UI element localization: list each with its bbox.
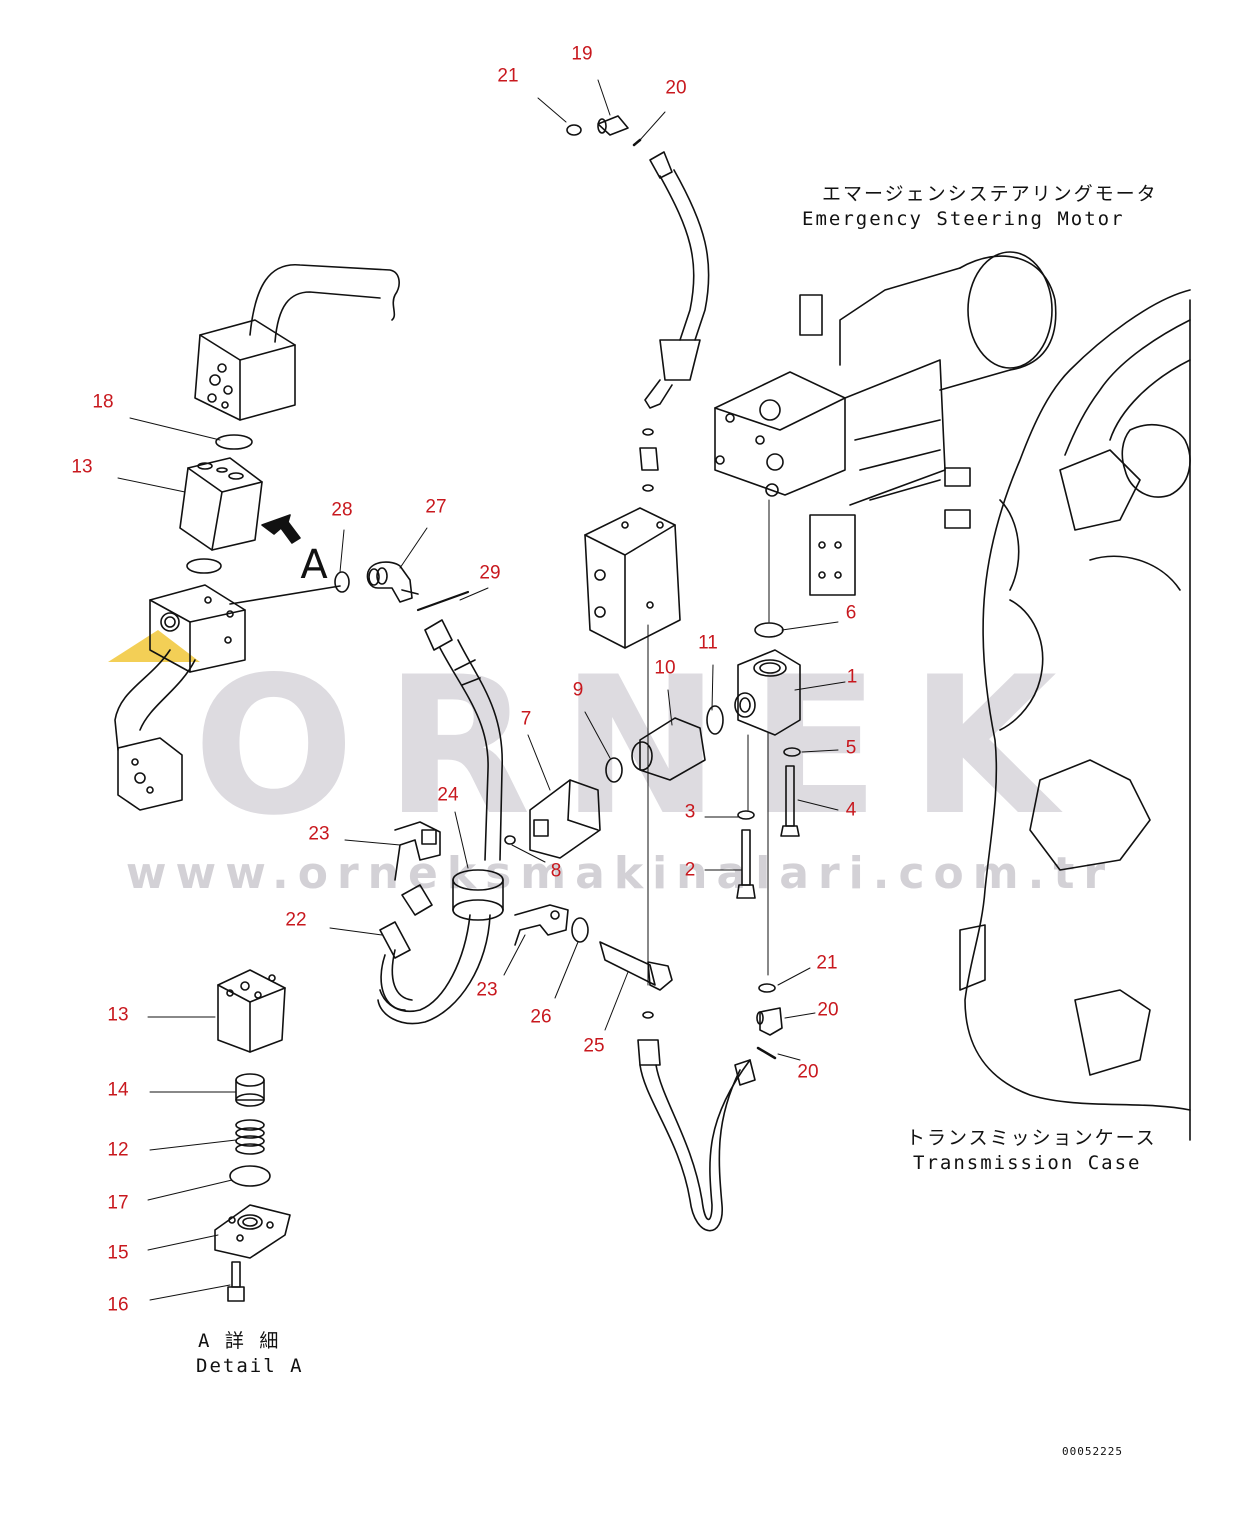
part-2-bolt (736, 829, 756, 899)
part-18-oring (215, 434, 253, 450)
callout-29: 29 (479, 562, 501, 584)
callout-18: 18 (92, 391, 114, 413)
transmission-case-label-jp: トランスミッションケース (906, 1127, 1157, 1149)
callout-3: 3 (684, 801, 696, 823)
callout-28: 28 (331, 499, 353, 521)
part-19-fitting-lower (756, 1007, 783, 1036)
callout-13: 13 (71, 456, 93, 478)
callout-19: 19 (571, 43, 593, 65)
callout-23: 23 (308, 823, 330, 845)
part-3-washer (737, 810, 755, 820)
callout-23: 23 (476, 979, 498, 1001)
lower-hose (637, 1011, 756, 1232)
part-28-oring (334, 571, 350, 593)
part-26-washer (571, 917, 589, 943)
part-6-oring (754, 622, 784, 638)
callout-13: 13 (107, 1004, 129, 1026)
emergency-steering-motor-label-jp: エマージェンシステアリングモータ (822, 183, 1158, 205)
part-25-bolt (599, 941, 673, 991)
callout-15: 15 (107, 1242, 129, 1264)
callout-14: 14 (107, 1079, 129, 1101)
detail-a-part-13 (217, 969, 286, 1053)
callout-7: 7 (520, 708, 532, 730)
detail-a-part-17-oring (229, 1165, 271, 1187)
callout-11: 11 (698, 632, 718, 654)
emergency-steering-motor-label-en: Emergency Steering Motor (802, 208, 1125, 230)
part-11-oring (706, 705, 724, 735)
callout-4: 4 (845, 799, 857, 821)
detail-a-part-12-spring (235, 1119, 265, 1155)
callout-20: 20 (665, 77, 687, 99)
part-21-oring-upper (566, 124, 582, 136)
callout-27: 27 (425, 496, 447, 518)
part-7-cartridge (529, 779, 601, 859)
callout-5: 5 (845, 737, 857, 759)
callout-24: 24 (437, 784, 459, 806)
part-23-clamp-lower (514, 904, 569, 946)
callout-9: 9 (572, 679, 584, 701)
part-4-bolt (780, 765, 800, 837)
callout-12: 12 (107, 1139, 129, 1161)
part-22-hose (379, 884, 433, 1011)
callout-21: 21 (816, 952, 838, 974)
callout-6: 6 (845, 602, 857, 624)
callout-1: 1 (846, 666, 858, 688)
detail-a-part-16-bolt (227, 1261, 245, 1302)
part-1-valve-block (734, 649, 801, 736)
detail-a-label-jp: A 詳 細 (198, 1330, 281, 1352)
transmission-case (959, 289, 1191, 1141)
callout-21: 21 (497, 65, 519, 87)
detail-a-part-14 (235, 1073, 265, 1107)
lower-left-block (114, 584, 246, 811)
callout-20: 20 (797, 1061, 819, 1083)
view-a-marker: A (300, 542, 328, 588)
drawing-number: 00052225 (1062, 1445, 1123, 1458)
part-5-washer (783, 747, 801, 757)
detail-a-label-en: Detail A (196, 1355, 304, 1377)
part-8-oring (504, 835, 516, 845)
part-24-hose (377, 619, 504, 1025)
part-9-oring (605, 757, 623, 783)
part-27-elbow (366, 561, 419, 603)
callout-25: 25 (583, 1035, 605, 1057)
part-20-lower (756, 1046, 777, 1060)
part-21-oring-lower (758, 983, 776, 993)
callout-26: 26 (530, 1006, 552, 1028)
center-valve-block (584, 507, 681, 986)
callout-16: 16 (107, 1294, 129, 1316)
callout-17: 17 (107, 1192, 129, 1214)
emergency-steering-motor (714, 251, 1057, 596)
callout-10: 10 (654, 657, 676, 679)
callout-2: 2 (684, 859, 696, 881)
part-13-block-upper (179, 457, 263, 551)
upper-left-pipe-block (194, 264, 400, 421)
transmission-case-label-en: Transmission Case (913, 1152, 1142, 1174)
detail-a-part-15-flange (214, 1204, 291, 1259)
callout-8: 8 (550, 860, 562, 882)
part-10-cartridge (631, 717, 706, 781)
leader-lines (117, 79, 846, 1301)
view-a-arrow (261, 514, 301, 544)
callout-22: 22 (285, 909, 307, 931)
part-23-clamp-upper (394, 821, 441, 881)
callout-19: 20 (817, 999, 839, 1021)
upper-hose (566, 115, 710, 492)
